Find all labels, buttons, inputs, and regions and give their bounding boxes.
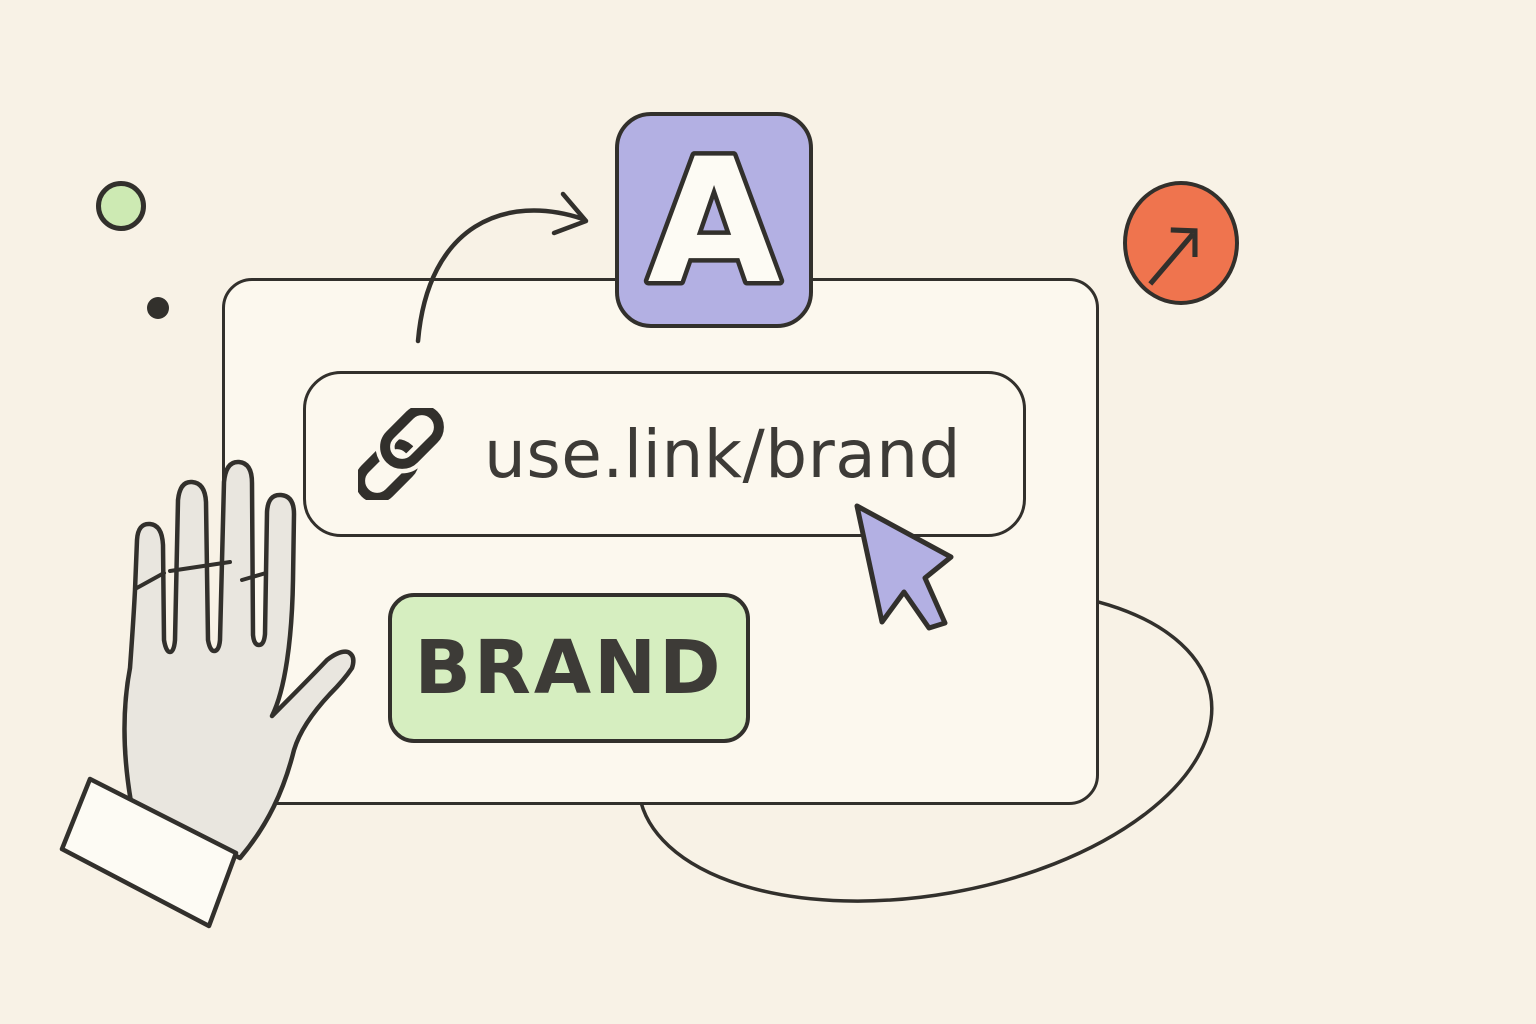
url-input[interactable]: use.link/brand <box>303 371 1026 537</box>
knuckle-line <box>168 560 232 573</box>
external-link-badge[interactable] <box>1123 181 1239 305</box>
shirt-cuff <box>59 776 239 929</box>
arrow-up-right-icon <box>1148 227 1198 286</box>
url-text: use.link/brand <box>484 415 961 493</box>
letter-a-icon: A <box>643 117 785 327</box>
green-dot <box>96 181 146 231</box>
knuckle-line <box>133 571 166 591</box>
black-dot <box>147 297 169 319</box>
brand-button[interactable]: BRAND <box>388 593 750 743</box>
app-icon-letter: A <box>647 121 780 322</box>
app-icon-tile[interactable]: A <box>615 112 813 328</box>
chain-link-icon <box>358 408 444 500</box>
